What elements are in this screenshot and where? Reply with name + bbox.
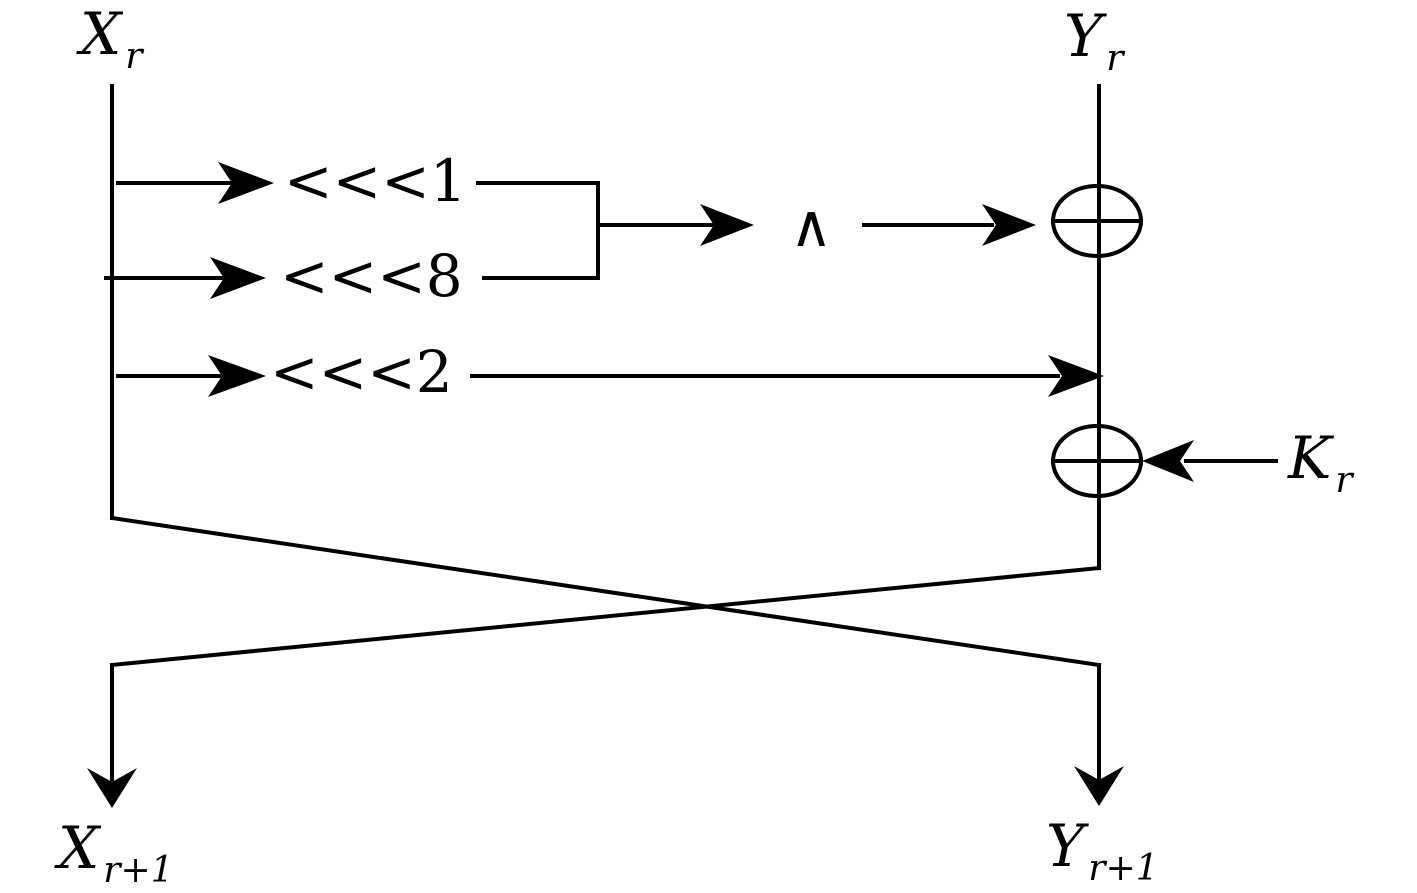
- rotate-1-label: <<<1: [284, 147, 467, 215]
- and-output-arrowhead: [982, 204, 1036, 246]
- rot1-input-arrowhead: [218, 162, 274, 204]
- rot2-input-arrowhead: [208, 355, 266, 397]
- y-output-arrowhead: [1074, 766, 1124, 806]
- swap-y-to-x: [109, 565, 1102, 668]
- rot8-input-arrowhead: [210, 257, 266, 299]
- and-operator: ∧: [790, 192, 832, 260]
- x-output-arrowhead: [87, 768, 137, 808]
- swap-x-to-y: [109, 515, 1102, 668]
- rot2-output-arrowhead: [1048, 355, 1104, 397]
- rotate-2-label: <<<2: [270, 338, 453, 406]
- rotate-8-label: <<<8: [280, 242, 463, 310]
- key-input-arrowhead: [1142, 440, 1194, 482]
- and-input-arrowhead: [700, 204, 754, 246]
